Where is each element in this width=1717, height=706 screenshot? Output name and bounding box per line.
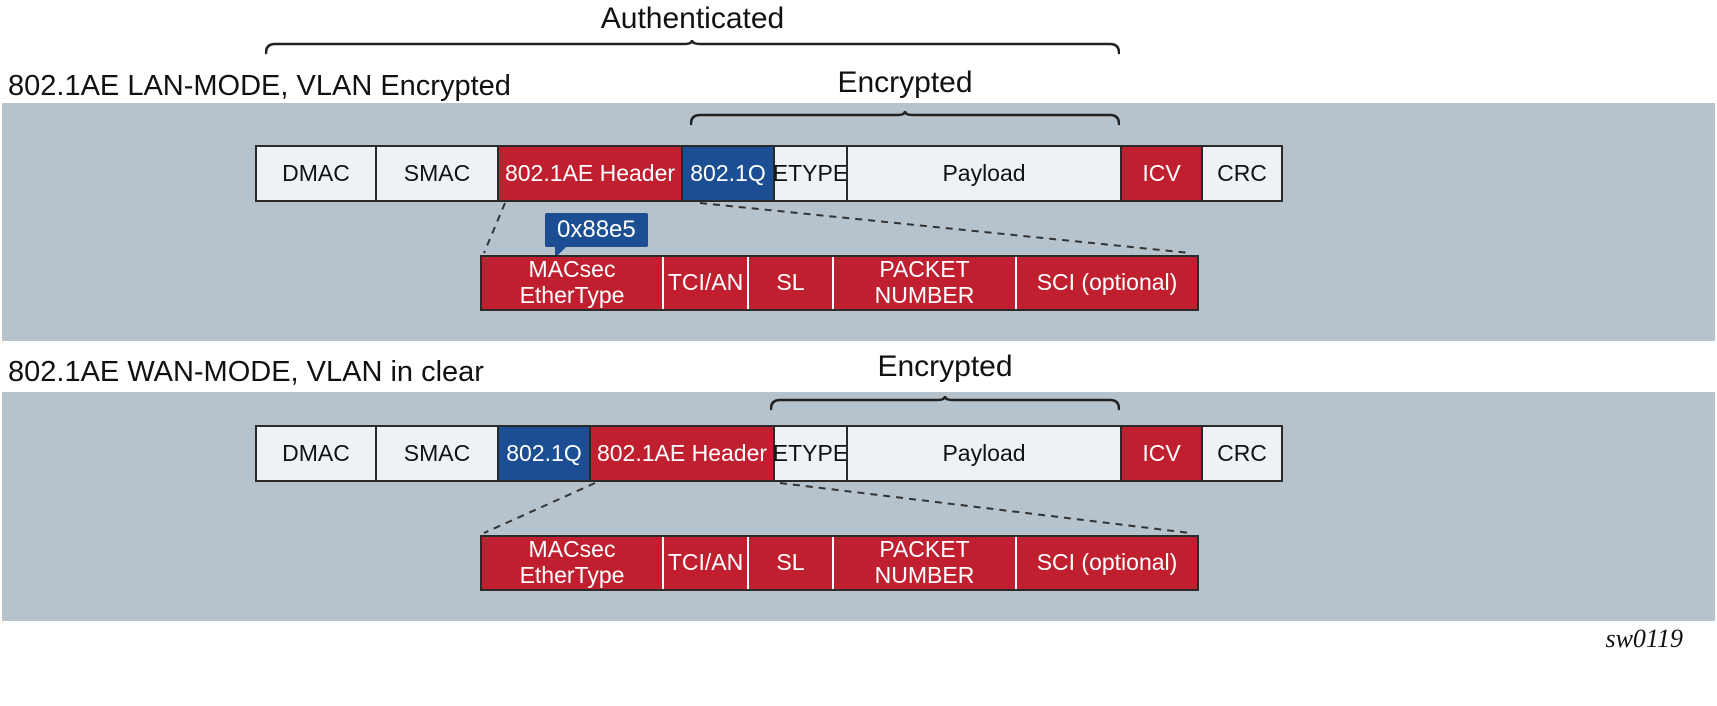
macsec-field-packet-number: PACKET NUMBER (832, 256, 1015, 309)
ethertype-value-tag: 0x88e5 (545, 213, 648, 258)
macsec-field-ethertype: MACsec EtherType (482, 256, 662, 309)
lan-field-crc: CRC (1201, 145, 1283, 202)
macsec-field-ethertype: MACsec EtherType (482, 536, 662, 589)
lan-field-etype: ETYPE (773, 145, 848, 202)
wan-field-8021q: 802.1Q (497, 425, 591, 482)
figure-id-watermark: sw0119 (1605, 624, 1683, 653)
macsec-field-packet-number: PACKET NUMBER (832, 536, 1015, 589)
lan-encrypted-brace-icon (690, 111, 1120, 126)
wan-encrypted-brace-icon (770, 396, 1120, 411)
lan-title: 802.1AE LAN-MODE, VLAN Encrypted (8, 70, 511, 102)
lan-field-dmac: DMAC (255, 145, 377, 202)
lan-encrypted-label: Encrypted (837, 66, 973, 99)
wan-title: 802.1AE WAN-MODE, VLAN in clear (8, 356, 484, 388)
lan-macsec-header-row: MACsec EtherType TCI/AN SL PACKET NUMBER… (480, 255, 1199, 311)
wan-field-8021ae-header: 802.1AE Header (589, 425, 775, 482)
lan-field-8021ae-header: 802.1AE Header (497, 145, 683, 202)
macsec-field-sci: SCI (optional) (1015, 537, 1197, 589)
wan-field-dmac: DMAC (255, 425, 377, 482)
authenticated-label: Authenticated (600, 2, 785, 35)
lan-field-smac: SMAC (375, 145, 499, 202)
macsec-field-sl: SL (747, 537, 832, 589)
lan-frame-row: DMAC SMAC 802.1AE Header 802.1Q ETYPE Pa… (255, 145, 1283, 202)
macsec-field-sci: SCI (optional) (1015, 257, 1197, 309)
wan-field-smac: SMAC (375, 425, 499, 482)
authenticated-brace-icon (265, 40, 1120, 55)
wan-macsec-header-row: MACsec EtherType TCI/AN SL PACKET NUMBER… (480, 535, 1199, 591)
wan-frame-row: DMAC SMAC 802.1Q 802.1AE Header ETYPE Pa… (255, 425, 1283, 482)
lan-field-payload: Payload (846, 145, 1122, 202)
wan-field-crc: CRC (1201, 425, 1283, 482)
macsec-field-tci-an: TCI/AN (662, 537, 747, 589)
macsec-field-tci-an: TCI/AN (662, 257, 747, 309)
macsec-field-sl: SL (747, 257, 832, 309)
lan-field-8021q: 802.1Q (681, 145, 775, 202)
wan-field-payload: Payload (846, 425, 1122, 482)
wan-field-icv: ICV (1120, 425, 1203, 482)
wan-encrypted-label: Encrypted (877, 350, 1013, 383)
lan-field-icv: ICV (1120, 145, 1203, 202)
wan-field-etype: ETYPE (773, 425, 848, 482)
